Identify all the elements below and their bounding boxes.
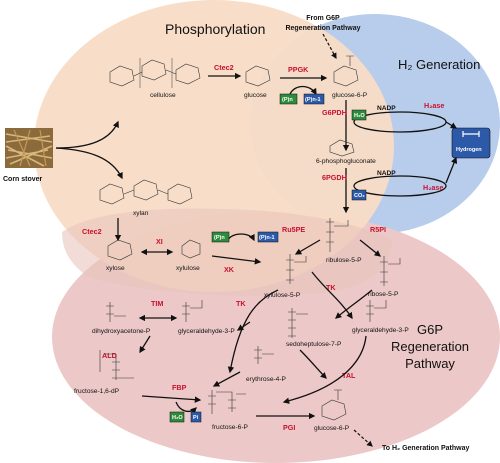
pi-label: Pi <box>193 415 199 421</box>
erythrose-4-p-label: erythrose-4-P <box>246 376 287 383</box>
cellulose-structure <box>109 58 201 88</box>
enzyme-tim: TIM <box>151 299 163 308</box>
glyceraldehyde-3-p-left-structure <box>182 300 203 322</box>
pn1-box-xk <box>257 231 279 243</box>
h2o-label-top: H₂O <box>354 113 365 119</box>
xylulose-label: xylulose <box>176 265 200 272</box>
enzyme-ru5pe: Ru5PE <box>282 225 305 234</box>
glucose-6-p-top-label: glucose-6-P <box>332 92 368 99</box>
fructose-6-p-label: fructose-6-P <box>212 424 249 431</box>
h2o-label-bottom: H₂O <box>172 415 183 421</box>
enzyme-tk-left: TK <box>236 299 246 308</box>
regeneration-title-line1: G6P <box>417 322 443 337</box>
pn-box-ppgk <box>279 93 298 105</box>
nadp-bottom-label: NADP <box>377 170 396 177</box>
hydrogen-box <box>451 127 491 159</box>
glyceraldehyde-3-p-right-structure <box>366 300 387 322</box>
glucose-6-p-bottom-label: glucose-6-P <box>314 425 350 432</box>
enzyme-xi: XI <box>156 237 163 246</box>
fructose-6-p-structure <box>208 390 246 414</box>
glucose-label: glucose <box>244 92 267 99</box>
from-g6p-callout-line1: From G6P <box>306 15 340 22</box>
regeneration-title-line3: Pathway <box>405 356 455 371</box>
glucose-6-p-bottom-structure <box>321 389 347 421</box>
sedoheptulose-7-p-structure <box>288 308 308 338</box>
glucose-structure <box>245 65 271 87</box>
phosphorylation-title: Phosphorylation <box>165 21 265 37</box>
enzyme-ppgk: PPGK <box>288 65 309 74</box>
enzyme-ctec2-top: Ctec2 <box>214 63 234 72</box>
enzyme-tal: TAL <box>342 371 356 380</box>
xylulose-5-p-structure <box>286 254 307 284</box>
enzyme-r5pi: R5PI <box>370 225 386 234</box>
glyceraldehyde-3-p-right-label: glyceraldehyde-3-P <box>352 327 409 334</box>
glyceraldehyde-3-p-left-label: glyceraldehyde-3-P <box>178 328 235 335</box>
enzyme-fbp: FBP <box>172 383 187 392</box>
pi-box <box>190 411 202 423</box>
regeneration-title-line2: Regeneration <box>391 339 469 354</box>
xylan-structure <box>99 179 193 205</box>
xylose-label: xylose <box>106 265 125 272</box>
pn-label-ppgk: (P)n <box>282 97 293 103</box>
fructose-16-dp-structure <box>99 350 134 380</box>
nadp-cycle-bottom <box>353 175 447 197</box>
pn1-box-ppgk <box>303 93 325 105</box>
glucose-6-p-top-structure <box>333 55 359 87</box>
h2o-box-top <box>351 109 367 121</box>
corn-stover-image <box>5 128 53 168</box>
fructose-16-dp-label: fructose-1,6-dP <box>74 388 120 395</box>
enzyme-h2ase-bottom: H₂ase <box>423 183 443 192</box>
pn1-label-xk: (P)n-1 <box>259 235 275 241</box>
enzyme-ald: ALD <box>102 351 117 360</box>
co2-label: CO₂ <box>354 193 365 199</box>
xylulose-structure <box>181 239 201 259</box>
dihydroxyacetone-p-structure <box>106 302 126 322</box>
enzyme-ctec2-bottom: Ctec2 <box>82 227 102 236</box>
phosphogluconate-label: 6-phosphogluconate <box>316 158 376 165</box>
enzyme-tk-right: TK <box>326 283 336 292</box>
erythrose-4-p-structure <box>254 346 274 364</box>
enzyme-xk: XK <box>224 265 235 274</box>
ribose-5-p-label: ribose-5-P <box>368 291 399 298</box>
enzyme-g6pdh: G6PDH <box>322 108 347 117</box>
nadp-top-label: NADP <box>377 105 396 112</box>
pn-box-xk <box>211 231 230 243</box>
phosphogluconate-structure <box>329 139 355 157</box>
ribose-5-p-structure <box>380 256 401 286</box>
ribulose-5-p-structure <box>326 218 349 252</box>
overlap-region <box>62 208 392 296</box>
enzyme-6pgdh: 6PGDH <box>322 173 347 182</box>
xylan-label: xylan <box>133 210 149 217</box>
h2o-box-bottom <box>169 411 185 423</box>
enzyme-pgi: PGI <box>283 423 295 432</box>
corn-stover-label: Corn stover <box>3 176 43 183</box>
dihydroxyacetone-p-label: dihydroxyacetone-P <box>92 328 151 335</box>
sedoheptulose-7-p-label: sedoheptulose-7-P <box>286 341 342 348</box>
pn-label-xk: (P)n <box>214 235 225 241</box>
cellulose-label: cellulose <box>150 92 176 99</box>
pn1-label-ppgk: (P)n-1 <box>305 97 321 103</box>
hydrogen-label: Hydrogen <box>456 147 482 153</box>
enzyme-h2ase-top: H₂ase <box>424 101 444 110</box>
xylulose-5-p-label: xylulose-5-P <box>264 292 301 299</box>
to-h2-callout: To H₂ Generation Pathway <box>382 445 469 452</box>
h2-generation-title: H₂ Generation <box>398 57 480 72</box>
from-g6p-callout-line2: Regeneration Pathway <box>285 25 360 32</box>
ribulose-5-p-label: ribulose-5-P <box>326 257 362 264</box>
xylose-structure <box>107 239 133 261</box>
co2-box <box>351 189 367 201</box>
